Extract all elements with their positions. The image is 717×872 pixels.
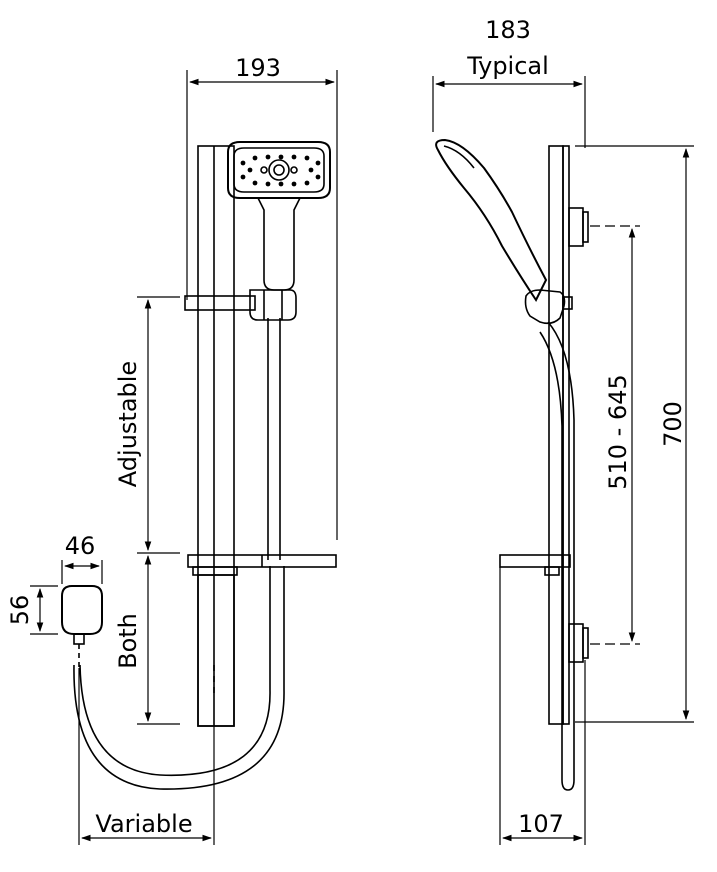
slide-rail [197,145,235,727]
projection-dimension [499,567,586,845]
width-dim-label: 193 [235,54,281,82]
hose-side [539,321,575,791]
soap-dish-side [499,554,571,576]
side-rail [548,145,570,725]
elbow-width-dimension [61,560,103,584]
hand-shower-front [227,141,331,291]
elbow-height-dimension [30,585,58,635]
adjustable-label: Adjustable [114,361,142,487]
variable-dimension [78,668,215,845]
projection-dim-label: 107 [518,810,564,838]
soap-dish-front [187,554,337,576]
hand-shower-side [435,138,573,325]
wall-elbow-front [61,585,103,668]
bracket-range-label: 510 - 645 [604,374,632,490]
depth-dimension [432,76,586,148]
elbow-width-label: 46 [65,532,96,560]
hose-front [73,318,285,790]
depth-note-label: Typical [466,52,549,80]
variable-label: Variable [95,810,192,838]
side-wall-brackets [568,207,589,663]
rail-length-label: 700 [659,401,687,447]
both-label: Both [114,613,142,669]
width-dimension [186,70,338,540]
adjustable-both-dimension [137,296,180,725]
bracket-range-dimension [590,225,640,645]
slider-bracket [184,289,297,321]
front-view [30,70,338,845]
depth-dim-label: 183 [485,16,531,44]
side-view [432,76,694,845]
elbow-height-label: 56 [6,595,34,626]
rail-length-dimension [575,145,694,723]
